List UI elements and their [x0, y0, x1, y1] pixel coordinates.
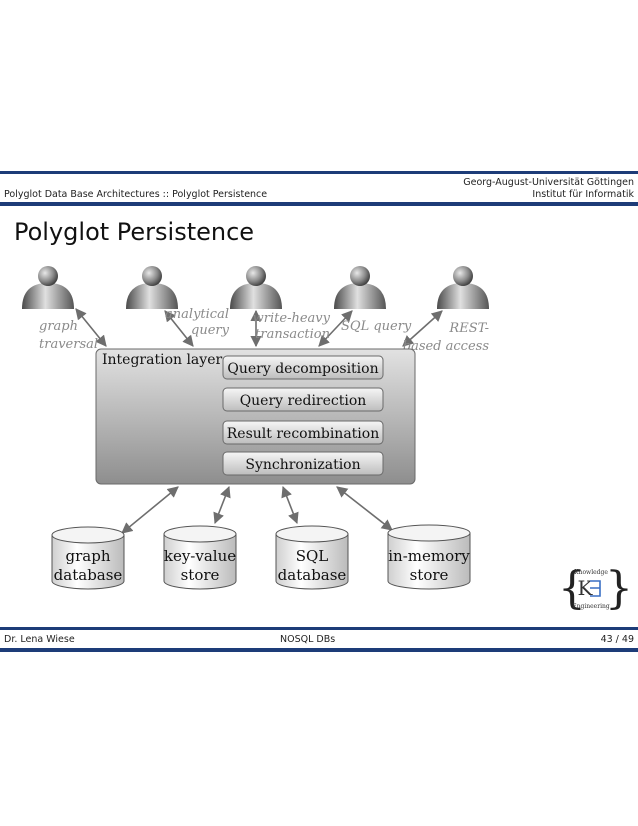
svg-text:database: database: [54, 566, 123, 584]
integration-layer-label: Integration layer: [102, 352, 222, 368]
arrow-store-1: [121, 486, 179, 534]
user-label-3b: transaction: [255, 327, 330, 342]
svg-text:database: database: [278, 566, 347, 584]
footer-top-rule: [0, 627, 638, 630]
svg-text:store: store: [181, 566, 220, 584]
arrow-user-5: [402, 310, 443, 347]
user-icon-2: [126, 266, 178, 309]
user-label-1b: traversal: [39, 337, 98, 352]
svg-text:graph: graph: [66, 547, 111, 565]
svg-text:Result recombination: Result recombination: [227, 426, 379, 442]
arrow-user-2: [164, 310, 194, 347]
arrow-store-3: [281, 485, 299, 525]
user-icon-3: [230, 266, 282, 309]
header-bottom-rule: [0, 202, 638, 206]
user-icon-1: [22, 266, 74, 309]
integration-layer-box: [95, 348, 416, 485]
footer-page-number: 43 / 49: [600, 634, 634, 645]
svg-text:Synchronization: Synchronization: [245, 457, 360, 473]
footer-course: NOSQL DBs: [280, 634, 336, 645]
component-query-redirection: Query redirection: [222, 387, 384, 412]
component-query-decomposition: Query decomposition: [222, 355, 384, 380]
svg-text:store: store: [410, 566, 449, 584]
slide-title: Polyglot Persistence: [14, 218, 255, 246]
arrow-store-4: [336, 486, 393, 531]
institute-name: Institut für Informatik: [532, 189, 634, 200]
store-graph-database: graph database: [51, 526, 125, 590]
svg-text:}: }: [605, 563, 633, 614]
arrow-user-1: [75, 308, 107, 347]
knowledge-engineering-logo: { } Knowledge K Engineering: [558, 563, 633, 614]
footer-bottom-rule: [0, 648, 638, 652]
arrow-user-4: [318, 310, 353, 347]
component-synchronization: Synchronization: [222, 451, 384, 476]
svg-text:{: {: [558, 563, 586, 614]
svg-text:Knowledge: Knowledge: [574, 569, 608, 576]
component-result-recombination: Result recombination: [222, 420, 384, 445]
svg-text:Engineering: Engineering: [572, 603, 610, 610]
svg-text:key-value: key-value: [164, 547, 236, 565]
svg-text:in-memory: in-memory: [388, 547, 470, 565]
user-icon-4: [334, 266, 386, 309]
university-name: Georg-August-Universität Göttingen: [463, 177, 634, 188]
user-label-5b: based access: [403, 339, 490, 354]
header-top-rule: [0, 171, 638, 174]
store-sql-database: SQL database: [275, 525, 349, 590]
user-label-5a: REST-: [448, 321, 489, 336]
svg-text:Query redirection: Query redirection: [240, 393, 367, 409]
svg-text:K: K: [578, 576, 594, 600]
store-in-memory: in-memory store: [387, 524, 471, 590]
footer-author: Dr. Lena Wiese: [4, 634, 75, 645]
user-label-2a: analytical: [165, 307, 229, 322]
svg-text:Query decomposition: Query decomposition: [227, 361, 378, 377]
header-breadcrumb: Polyglot Data Base Architectures :: Poly…: [4, 189, 268, 200]
user-label-4a: SQL query: [341, 319, 412, 334]
user-label-3a: write-heavy: [253, 311, 331, 326]
svg-text:SQL: SQL: [296, 547, 329, 565]
arrow-store-2: [213, 485, 231, 525]
store-key-value: key-value store: [163, 525, 237, 590]
user-label-2b: query: [191, 323, 230, 338]
user-icon-5: [437, 266, 489, 309]
user-label-1a: graph: [39, 319, 78, 334]
